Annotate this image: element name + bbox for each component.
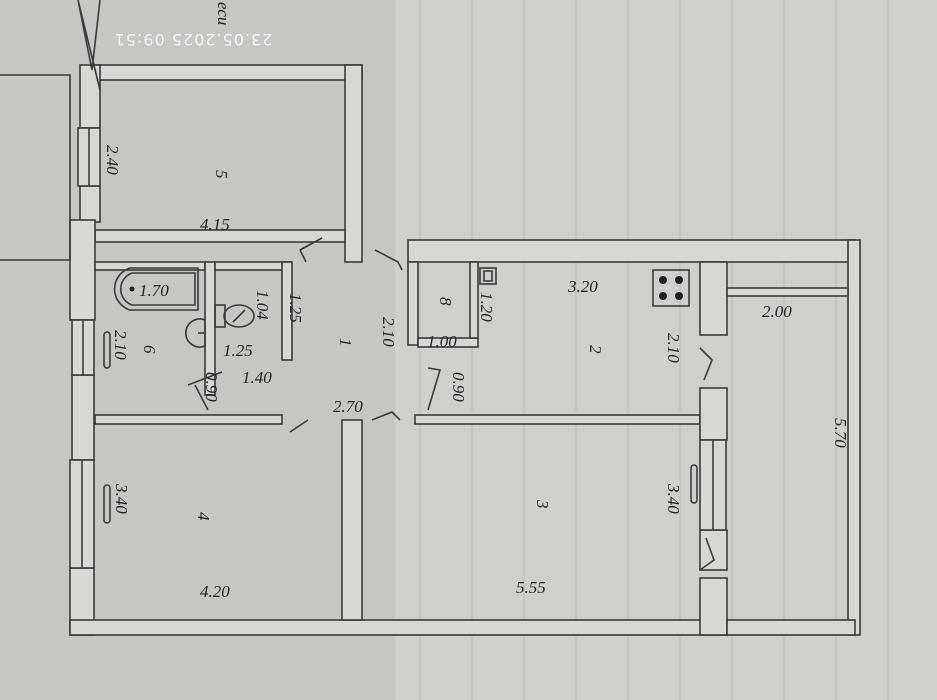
paper-grid [419,0,889,700]
wall-segment [699,387,728,441]
wall-segment [726,619,856,636]
dimension-label: 2.40 [103,145,122,175]
wall-segment [414,414,701,425]
dimension-label: 1.04 [253,290,272,320]
dimension-label: 2.00 [762,302,792,321]
window-icon [699,439,727,531]
window-icon [77,127,101,187]
stair-arrow-icon [77,0,101,91]
dimension-label: 3.40 [664,483,683,514]
radiator-icon [103,484,111,524]
dimension-label: 5.55 [516,578,546,597]
dimension-label: 1.70 [139,281,169,300]
wall-segment [69,219,96,321]
wall-segment [344,64,363,263]
wall-segment [726,287,849,297]
room-number: 2 [586,345,605,354]
radiator-icon [103,331,111,369]
window-icon [69,459,95,569]
dimension-label: 2.10 [379,317,398,347]
dimension-label: 1.20 [477,292,496,322]
walls [69,64,861,636]
bathtub-icon [113,267,199,311]
dimension-label: 5.70 [831,418,850,448]
wall-segment [341,419,363,621]
room-number: 3 [533,499,552,509]
wall-segment [94,64,363,81]
dimension-label: 0.90 [202,372,221,402]
wall-segment [699,529,728,571]
paper-lighter-area [395,0,937,700]
dimension-label: 3.20 [567,277,598,296]
dimension-label: 1.25 [223,341,253,360]
neighbor-outline [0,74,71,261]
room-number: 5 [212,170,231,179]
wall-segment [699,577,728,636]
dimension-label: 4.15 [200,215,230,234]
dimension-label: 1.00 [427,332,457,351]
room-number: 4 [194,512,213,521]
dimension-label: 0.90 [449,372,468,402]
kitchen-sink-icon [479,267,497,285]
dimension-label: 2.10 [111,330,130,360]
stove-icon [652,269,690,307]
wall-segment [214,261,291,271]
wall-segment [699,261,728,336]
dimension-label: 1.40 [242,368,272,387]
dimension-label: 2.70 [333,397,363,416]
photo-timestamp: 23.05.2025 09:51 [114,30,273,49]
window-icon [71,319,95,376]
caption-fragment: еси [214,2,233,25]
wall-segment [407,239,856,263]
door-swing-icon [187,237,715,571]
dimension-label: 2.10 [664,333,683,363]
wall-segment [417,337,479,348]
dimension-label: 3.40 [112,483,131,514]
wall-segment [71,374,95,461]
radiator-icon [690,464,698,504]
wall-segment [79,185,101,223]
room-number: 8 [436,297,455,306]
toilet-icon [214,304,255,328]
room-number: 1 [336,338,355,347]
wall-segment [69,619,728,636]
sink-icon [185,318,206,348]
dimension-label: 1.25 [286,293,305,323]
dimension-label: 4.20 [200,582,230,601]
wall-segment [94,414,283,425]
wall-segment [407,261,419,346]
wall-segment [281,261,293,361]
room-number: 6 [140,345,159,354]
wall-segment [469,261,479,339]
